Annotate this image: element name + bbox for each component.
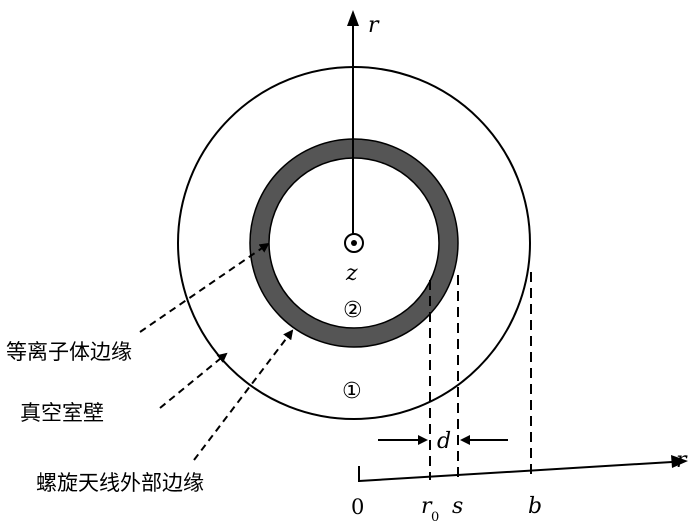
helix-edge-label: 螺旋天线外部边缘 <box>36 471 204 495</box>
tick-s-label: s <box>452 494 463 519</box>
r-axis-vertical-arrow <box>347 10 359 26</box>
leader-helix-edge <box>193 329 294 461</box>
leader-vacuum-wall <box>159 352 228 409</box>
r-axis-vertical-label: r <box>368 13 380 38</box>
plasma-edge-label: 等离子体边缘 <box>6 340 132 364</box>
tick-0-label: 0 <box>351 495 364 519</box>
tick-b-label: b <box>528 494 542 519</box>
r-axis-horizontal-label: r <box>676 448 688 473</box>
r-axis-horizontal-arrow <box>671 455 688 468</box>
z-label: z <box>345 261 358 286</box>
z-axis-dot <box>351 240 357 246</box>
r-axis-horizontal <box>358 461 673 482</box>
region-1-label: ① <box>342 379 362 404</box>
vacuum-wall-label: 真空室壁 <box>20 401 104 425</box>
d-label: d <box>437 429 451 454</box>
tick-r0-label: r <box>421 494 433 519</box>
tick-r0-subscript: 0 <box>431 510 439 525</box>
leader-plasma-edge <box>139 242 270 333</box>
region-2-label: ② <box>343 298 363 323</box>
